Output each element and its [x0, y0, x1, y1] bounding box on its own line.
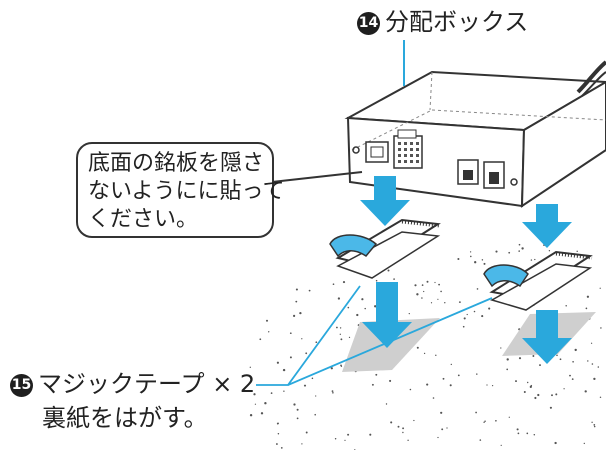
- arrow-right-tape-to-pad: [522, 310, 572, 364]
- callout-line-1: 底面の銘板を隠さ: [88, 151, 265, 176]
- connector-multi: [393, 135, 423, 169]
- arrow-left-tape-to-pad: [362, 282, 412, 348]
- right-hook-tape: [483, 250, 593, 311]
- callout-line-2: ないようにに貼って: [88, 179, 285, 204]
- screw-right: [510, 178, 518, 186]
- step-15-badge: 15: [10, 374, 33, 397]
- arrow-box-to-left-tape: [360, 176, 410, 226]
- screw-left: [352, 146, 360, 154]
- distribution-box-name: 分配ボックス: [385, 8, 529, 36]
- left-tape-backing-tab: [329, 234, 378, 258]
- peel-backing-instruction: 裏紙をはがす。: [42, 404, 208, 432]
- left-hook-tape: [329, 218, 441, 279]
- step-14-badge: 14: [357, 12, 380, 35]
- arrow-box-to-right-tape: [522, 204, 572, 248]
- hook-tape-name: マジックテープ × 2: [38, 370, 256, 398]
- right-tape-backing-tab: [483, 264, 529, 288]
- tape-leader-lines: [256, 285, 493, 386]
- nameplate-callout: 底面の銘板を隠さ ないようにに貼って ください。: [76, 142, 285, 238]
- connector-small: [365, 141, 389, 163]
- callout-line-3: ください。: [88, 207, 199, 232]
- box-cable: [576, 60, 606, 94]
- box-side: [520, 80, 606, 208]
- callout-pointer: [271, 171, 363, 183]
